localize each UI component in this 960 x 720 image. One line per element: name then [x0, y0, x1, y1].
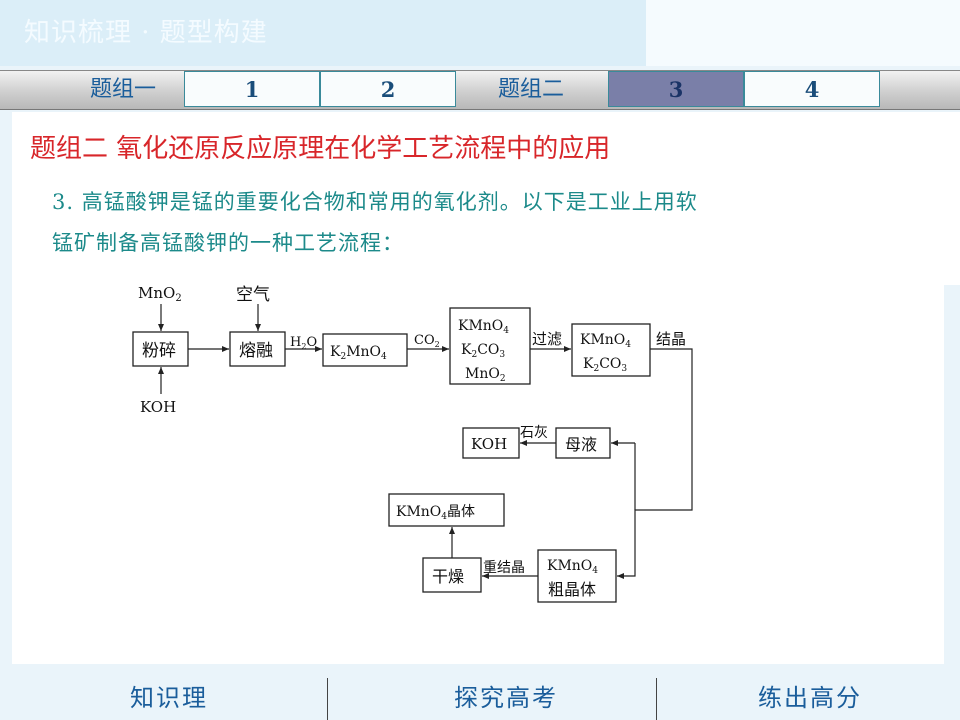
footer-bar: [0, 664, 960, 720]
tab-3[interactable]: 3: [608, 71, 744, 107]
page-title: 知识梳理 · 题型构建: [24, 18, 268, 48]
footer-link-practice[interactable]: 练出高分: [758, 684, 862, 712]
tab-4[interactable]: 4: [744, 71, 880, 107]
tab-2[interactable]: 2: [320, 71, 456, 107]
header-blank: [646, 0, 960, 66]
group1-label[interactable]: 题组一: [90, 77, 157, 102]
footer-link-exam[interactable]: 探究高考: [454, 684, 558, 712]
section-title: 题组二 氧化还原反应原理在化学工艺流程中的应用: [30, 134, 611, 164]
footer-link-knowledge[interactable]: 知识理: [130, 684, 208, 712]
footer-divider-1: [327, 678, 328, 720]
tab-1[interactable]: 1: [184, 71, 320, 107]
header-band: [0, 0, 646, 66]
question-line-2: 锰矿制备高锰酸钾的一种工艺流程：: [52, 231, 404, 255]
footer-divider-2: [656, 678, 657, 720]
question-line-1: 3. 高锰酸钾是锰的重要化合物和常用的氧化剂。以下是工业上用软: [52, 190, 698, 214]
right-strip-lower: [944, 285, 960, 664]
group2-label[interactable]: 题组二: [498, 77, 565, 102]
